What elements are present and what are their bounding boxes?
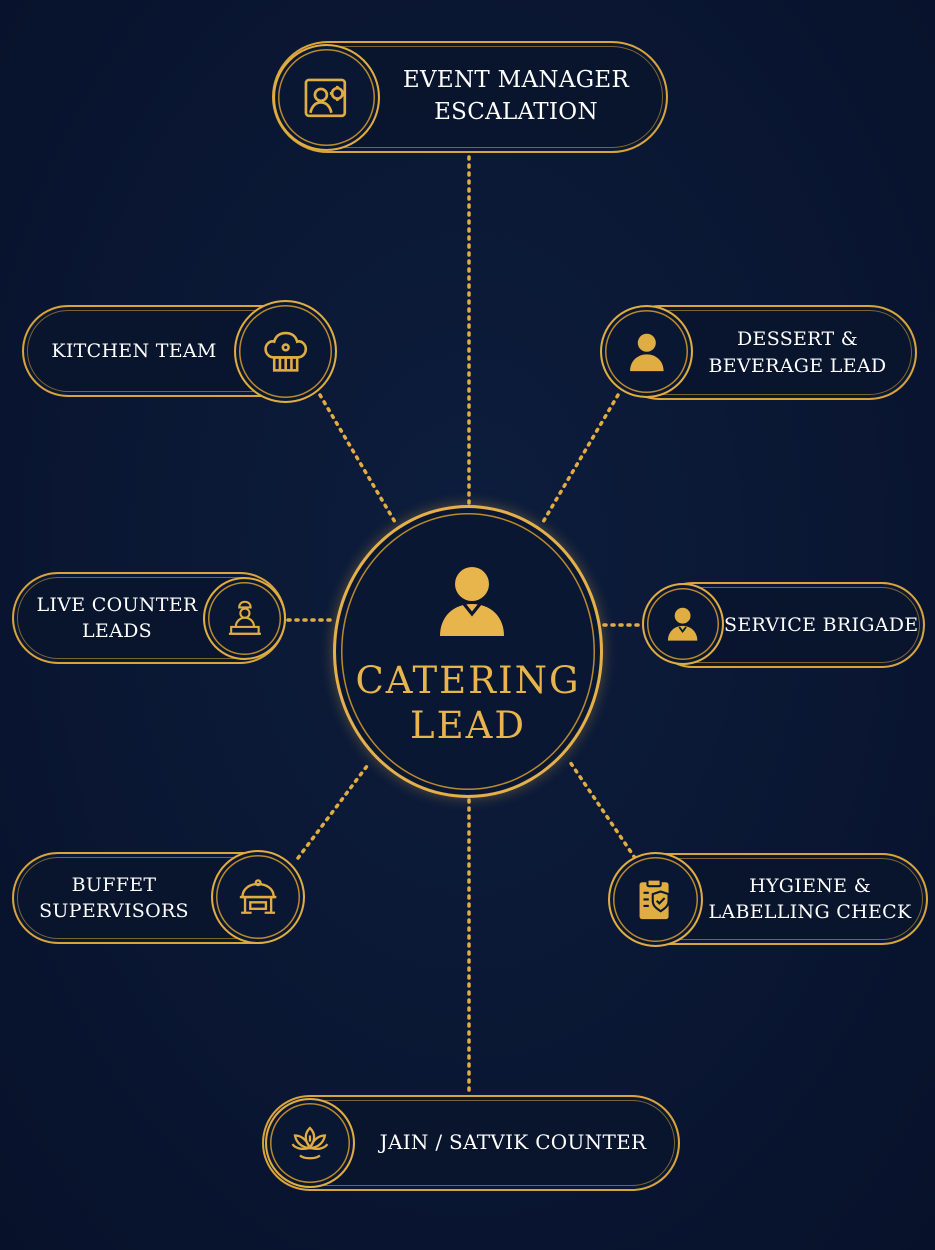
connector-dessert-beverage <box>541 393 620 524</box>
center-node-catering-lead[interactable]: CATERING LEAD <box>333 505 603 798</box>
connector-kitchen-team <box>318 393 397 524</box>
center-title: CATERING LEAD <box>355 659 581 748</box>
node-event-manager-label: EVENT MANAGER ESCALATION <box>402 67 630 125</box>
node-buffet-supervisors-label: BUFFET SUPERVISORS <box>39 873 189 922</box>
person-icon <box>440 567 504 636</box>
waiter-icon <box>642 583 724 665</box>
clipboard-shield-icon <box>608 852 703 947</box>
chafing-dish-icon <box>211 850 305 944</box>
lotus-icon <box>265 1098 355 1188</box>
node-hygiene-labelling-label: HYGIENE & LABELLING CHECK <box>708 874 912 923</box>
node-dessert-beverage-label: DESSERT & BEVERAGE LEAD <box>708 328 887 377</box>
manager-icon <box>273 44 380 151</box>
node-live-counter-label: LIVE COUNTER LEADS <box>36 593 198 642</box>
connector-buffet-supervisors <box>296 760 372 860</box>
person-icon <box>600 305 693 398</box>
cook-at-counter-icon <box>203 577 286 660</box>
node-kitchen-team-label: KITCHEN TEAM <box>51 339 217 362</box>
chef-hat-icon <box>234 300 337 403</box>
node-jain-satvik-label: JAIN / SATVIK COUNTER <box>379 1130 647 1155</box>
node-service-brigade-label: SERVICE BRIGADE <box>724 613 919 636</box>
connector-hygiene-labelling <box>568 760 637 860</box>
